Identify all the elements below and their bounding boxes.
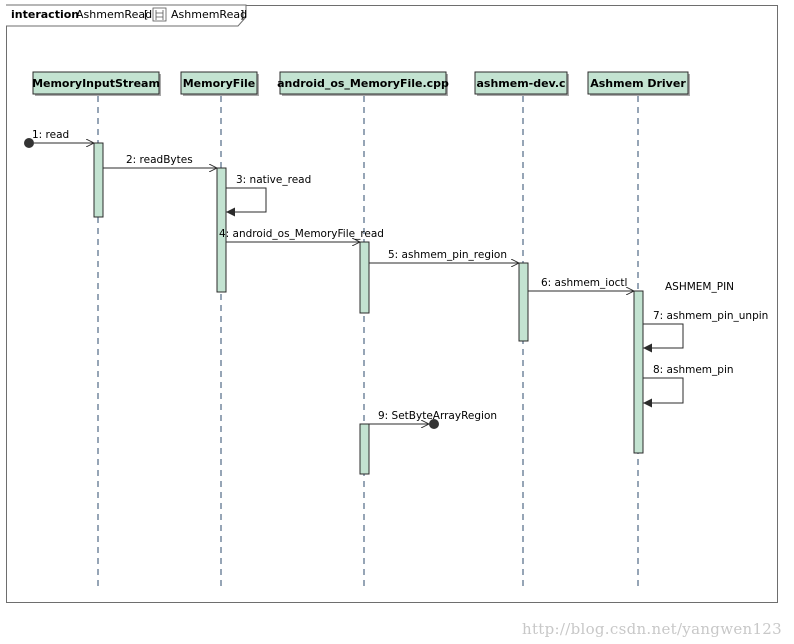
lifeline-head-amf[interactable]: android_os_MemoryFile.cpp (277, 71, 449, 96)
frame-keyword: interaction (11, 8, 79, 21)
message-readbytes[interactable]: 2: readBytes (103, 154, 217, 168)
message-ashmem-pin-unpin[interactable]: 7: ashmem_pin_unpin (643, 310, 768, 353)
message-label-ashmem-ioctl: 6: ashmem_ioctl (541, 277, 627, 289)
message-label-ashmem-pin: 8: ashmem_pin (653, 364, 734, 376)
message-label-read: 1: read (32, 129, 69, 141)
activation-amf-1 (359, 241, 370, 314)
found-message-dot (24, 138, 34, 148)
lifeline-name-adev: ashmem-dev.c (476, 77, 565, 90)
lifeline-name-mf: MemoryFile (183, 77, 256, 90)
watermark: http://blog.csdn.net/yangwen123 (521, 620, 782, 638)
lost-message-dot (429, 419, 439, 429)
lifeline-head-adev[interactable]: ashmem-dev.c (474, 71, 569, 96)
message-label-ashmem-pin-unpin: 7: ashmem_pin_unpin (653, 310, 768, 322)
activation-bars (93, 142, 644, 475)
annotation-ashmem-pin: ASHMEM_PIN (665, 281, 734, 293)
message-native-read[interactable]: 3: native_read (226, 174, 311, 217)
lifeline-heads: MemoryInputStream MemoryFile android_os_… (32, 71, 690, 96)
activation-drv (633, 290, 644, 454)
activation-adev (518, 262, 529, 342)
lifeline-name-drv: Ashmem Driver (590, 77, 686, 90)
message-label-ashmem-pin-region: 5: ashmem_pin_region (388, 249, 507, 261)
message-ashmem-ioctl[interactable]: 6: ashmem_ioctl (528, 277, 634, 291)
lifeline-head-drv[interactable]: Ashmem Driver (587, 71, 690, 96)
message-ashmem-pin-region[interactable]: 5: ashmem_pin_region (369, 249, 519, 263)
interaction-diagram-icon (152, 7, 167, 22)
activation-amf-2 (359, 423, 370, 475)
message-label-android-os-memoryfile-read: 4: android_os_MemoryFile_read (219, 228, 384, 240)
frame-bracket-close: ] (240, 8, 244, 21)
message-label-setbytearrayregion: 9: SetByteArrayRegion (378, 410, 497, 422)
message-label-native-read: 3: native_read (236, 174, 311, 186)
message-android-os-memoryfile-read[interactable]: 4: android_os_MemoryFile_read (219, 228, 384, 242)
frame-header: interaction AshmemRead [ AshmemRead ] (6, 4, 247, 27)
message-read[interactable]: 1: read (24, 129, 94, 148)
lifeline-lines (97, 96, 639, 588)
frame-bracket-open: [ (144, 8, 148, 21)
message-label-readbytes: 2: readBytes (126, 154, 193, 166)
message-setbytearrayregion[interactable]: 9: SetByteArrayRegion (369, 410, 497, 429)
message-ashmem-pin[interactable]: 8: ashmem_pin (643, 364, 734, 408)
lifeline-head-mf[interactable]: MemoryFile (180, 71, 259, 96)
interaction-frame (6, 5, 778, 603)
lifeline-name-amf: android_os_MemoryFile.cpp (277, 77, 449, 90)
activation-mf (216, 167, 227, 293)
frame-name: AshmemRead (76, 8, 152, 21)
frame-ref-name: AshmemRead (171, 8, 247, 21)
lifeline-head-mis[interactable]: MemoryInputStream (32, 71, 161, 96)
messages: 1: read 2: readBytes 3: native_read 4: a… (24, 129, 768, 429)
lifeline-name-mis: MemoryInputStream (32, 77, 160, 90)
activation-mis (93, 142, 104, 218)
